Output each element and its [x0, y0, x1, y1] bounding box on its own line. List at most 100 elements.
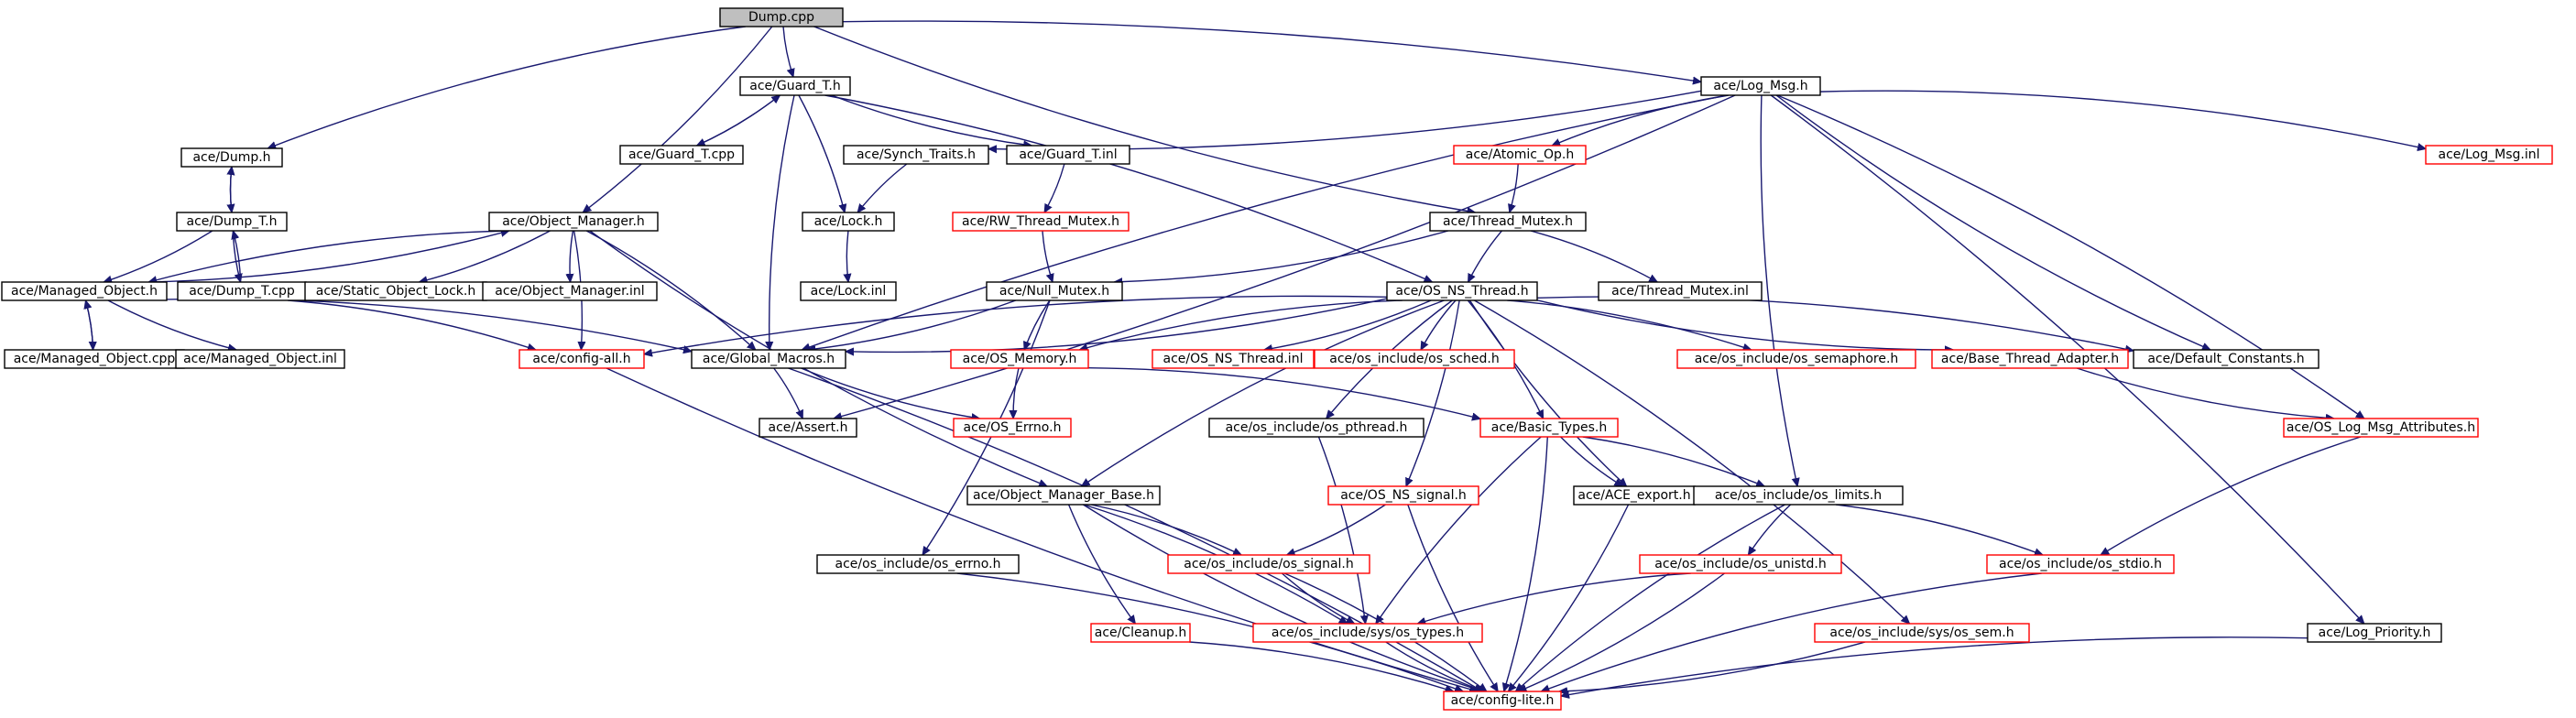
dependency-edge-line	[2076, 367, 2334, 419]
node-box	[1443, 691, 1562, 711]
dependency-edge	[2076, 367, 2334, 419]
graph-node-rw-thread-mutex-h[interactable]: ace/RW_Thread_Mutex.h	[952, 212, 1130, 232]
dependency-edge	[1024, 299, 1051, 350]
graph-node-null-mutex-h[interactable]: ace/Null_Mutex.h	[986, 281, 1123, 301]
graph-node-dump-h[interactable]: ace/Dump.h	[180, 147, 283, 168]
graph-node-os-semaphore-h[interactable]: ace/os_include/os_semaphore.h	[1676, 349, 1916, 369]
graph-node-ace-export-h[interactable]: ace/ACE_export.h	[1573, 485, 1696, 506]
dependency-edge-line	[1474, 299, 1909, 624]
graph-node-config-all-h[interactable]: ace/config-all.h	[518, 349, 645, 369]
graph-node-managed-object-cpp[interactable]: ace/Managed_Object.cpp	[4, 349, 185, 369]
graph-node-object-manager-base-h[interactable]: ace/Object_Manager_Base.h	[966, 485, 1161, 506]
node-label: ace/Base_Thread_Adapter.h	[1941, 352, 2119, 366]
graph-node-os-pthread-h[interactable]: ace/os_include/os_pthread.h	[1208, 418, 1424, 438]
graph-node-os-limits-h[interactable]: ace/os_include/os_limits.h	[1693, 485, 1904, 506]
graph-node-atomic-op-h[interactable]: ace/Atomic_Op.h	[1453, 145, 1587, 165]
graph-node-object-manager-h[interactable]: ace/Object_Manager.h	[488, 212, 659, 232]
dependency-edge	[813, 26, 1476, 212]
graph-node-lock-h[interactable]: ace/Lock.h	[802, 212, 895, 232]
node-label: ace/os_include/sys/os_sem.h	[1829, 626, 2014, 640]
graph-node-os-errno-h-cap[interactable]: ace/OS_Errno.h	[953, 418, 1072, 438]
graph-node-log-msg-inl[interactable]: ace/Log_Msg.inl	[2425, 145, 2553, 165]
graph-node-os-ns-signal-h[interactable]: ace/OS_NS_signal.h	[1327, 485, 1479, 506]
node-box	[1327, 485, 1479, 506]
graph-node-os-ns-thread-h[interactable]: ace/OS_NS_Thread.h	[1386, 281, 1538, 301]
node-box	[1252, 623, 1483, 643]
dependency-edge	[1264, 299, 1432, 350]
graph-node-config-lite-h[interactable]: ace/config-lite.h	[1443, 691, 1562, 711]
graph-node-thread-mutex-h[interactable]: ace/Thread_Mutex.h	[1429, 212, 1587, 232]
graph-node-global-macros-h[interactable]: ace/Global_Macros.h	[691, 349, 846, 369]
dependency-edge-line	[1024, 299, 1051, 350]
graph-node-dump-cpp[interactable]: Dump.cpp	[719, 7, 844, 27]
graph-node-dump-t-h[interactable]: ace/Dump_T.h	[176, 212, 288, 232]
dependency-edge-line	[834, 94, 1736, 419]
graph-node-cleanup-h[interactable]: ace/Cleanup.h	[1090, 623, 1191, 643]
node-label: ace/Log_Priority.h	[2319, 626, 2431, 640]
dependency-edge	[2101, 436, 2362, 555]
dependency-edge-line	[1083, 504, 1482, 691]
dependency-edge-line	[1819, 90, 2426, 148]
dependency-edge-line	[1541, 572, 2042, 691]
dependency-edge-line	[1582, 436, 1764, 486]
graph-node-os-stdio-h[interactable]: ace/os_include/os_stdio.h	[1986, 554, 2175, 574]
dependency-edge-line	[1776, 94, 2364, 419]
graph-node-os-signal-h[interactable]: ace/os_include/os_signal.h	[1167, 554, 1370, 574]
dependency-edge-line	[1082, 299, 1445, 486]
dependency-edge-line	[842, 20, 1701, 82]
node-box	[966, 485, 1161, 506]
graph-node-default-constants-h[interactable]: ace/Default_Constants.h	[2133, 349, 2319, 369]
graph-node-dump-t-cpp[interactable]: ace/Dump_T.cpp	[177, 281, 307, 301]
node-box	[482, 281, 658, 301]
graph-node-managed-object-h[interactable]: ace/Managed_Object.h	[1, 281, 168, 301]
graph-node-basic-types-h[interactable]: ace/Basic_Types.h	[1479, 418, 1619, 438]
dependency-edge-line	[1376, 436, 1542, 624]
dependency-edge-line	[788, 367, 1482, 691]
node-label: ace/Dump.h	[192, 150, 270, 165]
dependency-edge	[1468, 299, 1626, 486]
dependency-edge	[1474, 299, 1909, 624]
node-label: ace/os_include/os_unistd.h	[1654, 557, 1826, 571]
graph-node-os-memory-h[interactable]: ace/OS_Memory.h	[950, 349, 1089, 369]
dependency-edge	[644, 295, 1388, 354]
node-label: ace/OS_Memory.h	[963, 352, 1077, 366]
graph-node-static-object-lock-h[interactable]: ace/Static_Object_Lock.h	[304, 281, 487, 301]
graph-node-log-priority-h[interactable]: ace/Log_Priority.h	[2307, 623, 2442, 643]
dependency-edge-line	[1775, 94, 2210, 351]
dependency-edge	[231, 167, 233, 213]
graph-node-os-errno-h[interactable]: ace/os_include/os_errno.h	[816, 554, 1020, 574]
graph-node-thread-mutex-inl[interactable]: ace/Thread_Mutex.inl	[1598, 281, 1763, 301]
graph-node-object-manager-inl[interactable]: ace/Object_Manager.inl	[482, 281, 658, 301]
dependency-edge	[148, 230, 509, 282]
graph-node-guard-t-inl[interactable]: ace/Guard_T.inl	[1006, 145, 1130, 165]
graph-node-synch-traits-h[interactable]: ace/Synch_Traits.h	[843, 145, 989, 165]
dependency-edge	[85, 300, 94, 351]
dependency-edge-line	[1515, 504, 1785, 691]
dependency-edge	[267, 26, 746, 148]
node-label: ace/Managed_Object.cpp	[14, 352, 176, 366]
graph-node-base-thread-adapter-h[interactable]: ace/Base_Thread_Adapter.h	[1931, 349, 2129, 369]
dependency-edge-line	[85, 300, 94, 351]
dependency-edge	[1508, 504, 1630, 691]
graph-node-guard-t-cpp[interactable]: ace/Guard_T.cpp	[619, 145, 744, 165]
dependency-edge	[1515, 504, 1785, 691]
graph-node-managed-object-inl[interactable]: ace/Managed_Object.inl	[175, 349, 345, 369]
graph-node-log-msg-h[interactable]: ace/Log_Msg.h	[1700, 76, 1821, 96]
dependency-edge	[842, 20, 1701, 82]
graph-node-os-ns-thread-inl[interactable]: ace/OS_NS_Thread.inl	[1152, 349, 1315, 369]
graph-node-guard-t-h[interactable]: ace/Guard_T.h	[739, 76, 851, 96]
node-box	[719, 7, 844, 27]
dependency-edge-line	[1560, 436, 1623, 486]
dependency-edge	[1510, 163, 1519, 212]
node-box	[1700, 76, 1821, 96]
graph-node-os-types-h[interactable]: ace/os_include/sys/os_types.h	[1252, 623, 1483, 643]
graph-node-os-log-msg-attributes-h[interactable]: ace/OS_Log_Msg_Attributes.h	[2283, 418, 2479, 438]
graph-node-lock-inl[interactable]: ace/Lock.inl	[800, 281, 897, 301]
node-box	[175, 349, 345, 369]
dependency-edge-line	[1417, 572, 1691, 624]
graph-node-assert-h[interactable]: ace/Assert.h	[759, 418, 857, 438]
graph-node-os-unistd-h[interactable]: ace/os_include/os_unistd.h	[1639, 554, 1842, 574]
dependency-edge	[802, 94, 1728, 350]
graph-node-os-sem-h[interactable]: ace/os_include/sys/os_sem.h	[1814, 623, 2030, 643]
graph-node-os-sched-h[interactable]: ace/os_include/os_sched.h	[1314, 349, 1515, 369]
